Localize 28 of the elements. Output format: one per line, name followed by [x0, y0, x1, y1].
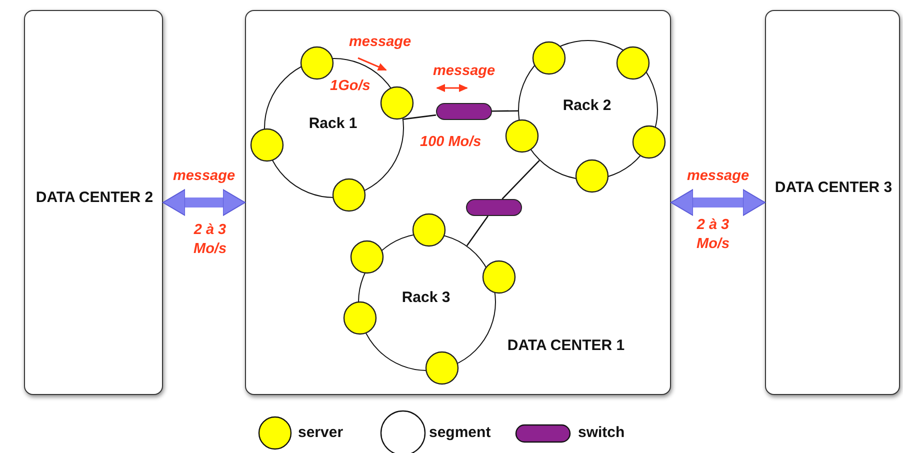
connector-line — [502, 160, 540, 200]
node-label: DATA CENTER 2 — [34, 189, 154, 208]
data-center-box — [765, 10, 900, 395]
rate-label: 100 Mo/s — [420, 133, 482, 152]
rate-label: 2 à 3 Mo/s — [192, 221, 228, 259]
legend-label: segment — [429, 424, 491, 441]
edge-label: message — [686, 166, 750, 186]
double-arrow — [670, 189, 766, 216]
node-label: DATA CENTER 3 — [774, 179, 894, 198]
switch-bar — [466, 198, 522, 216]
connector-line — [492, 110, 518, 112]
legend-label: switch — [578, 424, 625, 441]
connector-line — [466, 216, 488, 246]
connector-line — [403, 114, 436, 120]
node-label: DATA CENTER 1 — [506, 337, 626, 356]
edge-label: message — [172, 166, 236, 186]
switch-bar — [436, 102, 492, 120]
rack-label: Rack 1 — [308, 114, 358, 134]
rate-label: message — [349, 33, 412, 52]
rack-label: Rack 3 — [400, 288, 452, 308]
rate-label: 2 à 3 Mo/s — [695, 216, 731, 254]
data-center-box — [245, 10, 671, 395]
double-arrow — [162, 189, 246, 216]
rate-label: 1Go/s — [330, 77, 370, 96]
rate-label: message — [433, 62, 496, 81]
legend-label: server — [298, 424, 344, 441]
rack-label: Rack 2 — [562, 96, 612, 116]
data-center-box — [24, 10, 163, 395]
